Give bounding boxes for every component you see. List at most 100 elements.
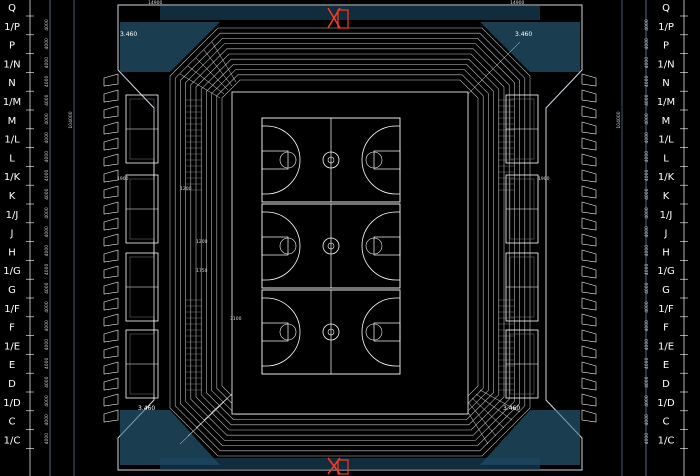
facade-fin [103, 185, 119, 199]
axis-label: J [10, 229, 14, 240]
facade-fins [103, 73, 597, 423]
corner-stand-top-right [480, 22, 580, 72]
seating-row [190, 48, 510, 436]
axis-dim-value: 4000 [44, 188, 50, 200]
top-concourse [160, 6, 540, 20]
axis-dim-value: 4000 [44, 57, 50, 69]
axis-dim-value: 4000 [44, 19, 50, 31]
axis-label: 1/C [4, 435, 21, 446]
axis-dim-value: 4000 [644, 320, 650, 332]
free-throw-circle [279, 237, 297, 255]
section-marker-top [327, 7, 349, 29]
axis-dim-value: 4000 [644, 376, 650, 388]
facade-fin [581, 217, 597, 231]
facade-fin [581, 345, 597, 359]
facade-fin [103, 105, 119, 119]
inner-dim-left: 1900 [117, 176, 129, 182]
facade-fin [103, 281, 119, 295]
axis-label: 1/N [657, 59, 674, 70]
facade-fin [581, 409, 597, 423]
basketball-court [261, 117, 401, 203]
axis-label: 1/M [3, 97, 21, 108]
axis-label: 1/J [660, 210, 673, 221]
aisle-line [475, 393, 513, 421]
seating-row [185, 43, 515, 441]
axis-label: K [663, 191, 670, 202]
inner-dim-mid-b: 1200 [180, 186, 192, 192]
axis-dim-value: 4000 [44, 264, 50, 276]
court-key [373, 236, 401, 256]
axis-dim-value: 4000 [644, 94, 650, 106]
axis-dim-value: 4000 [644, 245, 650, 257]
three-point-arc [262, 211, 301, 281]
axis-label: 1/G [3, 266, 20, 277]
facade-fin [581, 137, 597, 151]
axis-label: Q [8, 3, 16, 14]
facade-fin [103, 297, 119, 311]
elevation-top-right: 3.460 [515, 31, 532, 38]
axis-dim-value: 4000 [644, 132, 650, 144]
axis-label: 1/G [657, 266, 674, 277]
side-practice-courts [125, 94, 539, 399]
axis-label: G [662, 285, 670, 296]
axis-label: L [9, 153, 15, 164]
facade-fin [581, 185, 597, 199]
facade-fin [103, 233, 119, 247]
inner-dim-right: 1900 [538, 176, 550, 182]
axis-total-dim: 104000 [616, 111, 622, 128]
aisle-line [187, 65, 225, 95]
axis-dim-value: 4000 [44, 94, 50, 106]
court-key [261, 236, 289, 256]
basketball-court [261, 203, 401, 289]
aisle-line [479, 41, 521, 83]
facade-fin [103, 409, 119, 423]
court-center-circle [322, 323, 340, 341]
axis-label: E [663, 360, 669, 371]
axis-label: F [9, 323, 15, 334]
axis-label: 1/L [658, 135, 674, 146]
axis-label: 1/L [4, 135, 20, 146]
practice-court-inner [509, 256, 535, 318]
axis-label: E [9, 360, 15, 371]
axis-label: M [662, 116, 671, 127]
axis-label: 1/D [3, 398, 21, 409]
axis-dim-value: 4000 [644, 301, 650, 313]
three-point-arc [262, 297, 301, 367]
elevation-bottom-right: 3.460 [503, 405, 520, 412]
arena-floor-boundary [231, 91, 469, 415]
axis-label: 1/P [4, 22, 20, 33]
practice-court-inner [129, 178, 155, 240]
facade-fin [103, 393, 119, 407]
facade-fin [581, 201, 597, 215]
axis-dim-value: 4000 [44, 320, 50, 332]
basketball-courts [261, 117, 401, 375]
axis-dim-value: 4000 [44, 376, 50, 388]
axis-label: L [663, 153, 669, 164]
three-point-arc [361, 211, 400, 281]
court-center-circle [322, 237, 340, 255]
free-throw-circle [279, 151, 297, 169]
facade-fin [103, 137, 119, 151]
court-key [373, 150, 401, 170]
court-key [261, 150, 289, 170]
axis-label: D [662, 379, 670, 390]
axis-label: J [664, 229, 668, 240]
axis-label: 1/E [658, 341, 674, 352]
free-throw-circle [365, 151, 383, 169]
facade-fin [581, 281, 597, 295]
seating-row [169, 27, 531, 457]
facade-fin [103, 153, 119, 167]
axis-dim-value: 4000 [44, 132, 50, 144]
court-key [261, 322, 289, 342]
arena-floor [231, 91, 469, 415]
axis-dim-value: 4000 [644, 170, 650, 182]
facade-fin [103, 361, 119, 375]
facade-fin [581, 297, 597, 311]
court-center-circle [322, 151, 340, 169]
axis-label: K [9, 191, 16, 202]
facade-fin [581, 153, 597, 167]
axis-label: C [663, 417, 670, 428]
facade-fin [581, 121, 597, 135]
aisle-line [203, 49, 233, 87]
